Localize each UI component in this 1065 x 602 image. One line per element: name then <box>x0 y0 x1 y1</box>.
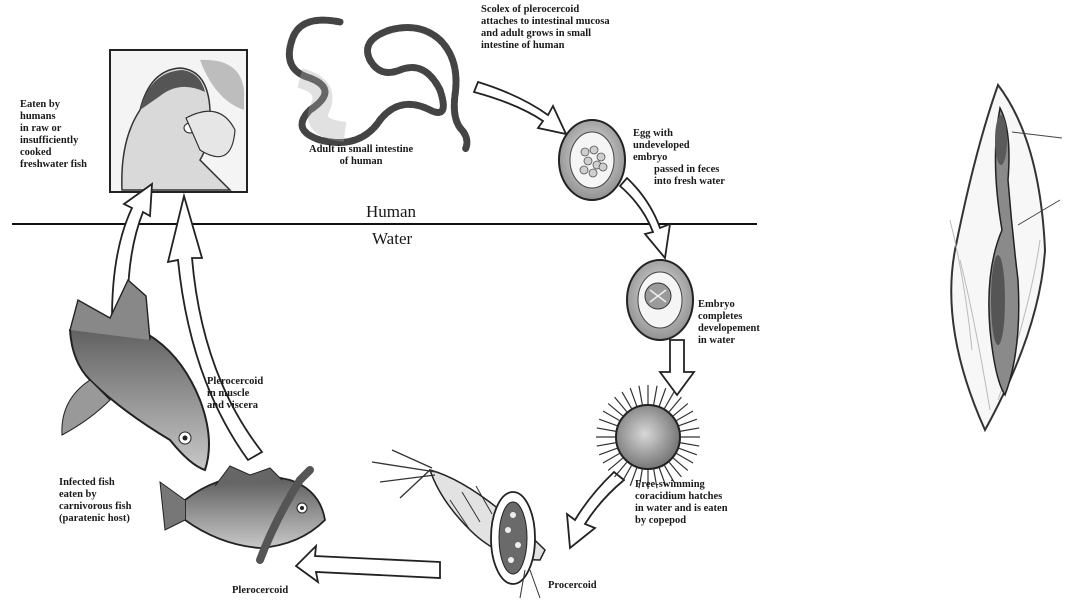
cilium <box>599 448 617 454</box>
cilium <box>615 462 627 477</box>
zone-water-label: Water <box>372 229 412 249</box>
cilium <box>599 419 617 425</box>
cilium <box>669 397 681 412</box>
zone-human-label: Human <box>366 202 416 222</box>
infected-fish-label: Infected fish eaten by carnivorous fish … <box>59 477 131 525</box>
egg-undeveloped <box>559 120 625 200</box>
coracidium-label: Free-swimming coracidium hatches in wate… <box>635 479 728 527</box>
embryo-label: Embryo completes developement in water <box>698 299 760 347</box>
cilium <box>608 404 623 416</box>
cilium <box>630 388 636 406</box>
cilium <box>615 397 627 412</box>
cilium <box>603 411 619 421</box>
infected-fish <box>160 466 325 560</box>
cilium <box>603 454 619 464</box>
cilium <box>622 392 632 408</box>
cilium <box>597 428 616 431</box>
plerocercoid-label: Plerocercoid <box>232 585 288 597</box>
egg-passed-label: passed in feces into fresh water <box>654 164 725 188</box>
egg-embryonated <box>627 260 693 340</box>
cilium <box>639 386 642 405</box>
cilium <box>680 428 699 431</box>
cilium <box>679 419 697 425</box>
plerocercoid-inset <box>950 85 1062 430</box>
scolex-label: Scolex of plerocercoid attaches to intes… <box>481 4 610 52</box>
cilium <box>622 466 632 482</box>
eaten-by-humans-label: Eaten by humans in raw or insufficiently… <box>20 99 87 171</box>
egg-label: Egg with undeveloped embryo <box>633 128 690 164</box>
cilium <box>680 443 699 446</box>
cilium <box>679 448 697 454</box>
cilium <box>659 388 665 406</box>
cilium <box>597 443 616 446</box>
cilium <box>673 404 688 416</box>
cilium <box>677 411 693 421</box>
plerocercoid-muscle-label: Plerocercoid in muscle and viscera <box>207 376 263 412</box>
cilium <box>669 462 681 477</box>
cilium <box>608 458 623 470</box>
procercoid-label: Procercoid <box>548 580 597 592</box>
cilium <box>665 392 675 408</box>
cilium <box>654 386 657 405</box>
cilium <box>677 454 693 464</box>
cilium <box>673 458 688 470</box>
human-eating-illustration <box>110 50 247 192</box>
adult-label: Adult in small intestine of human <box>309 144 413 168</box>
